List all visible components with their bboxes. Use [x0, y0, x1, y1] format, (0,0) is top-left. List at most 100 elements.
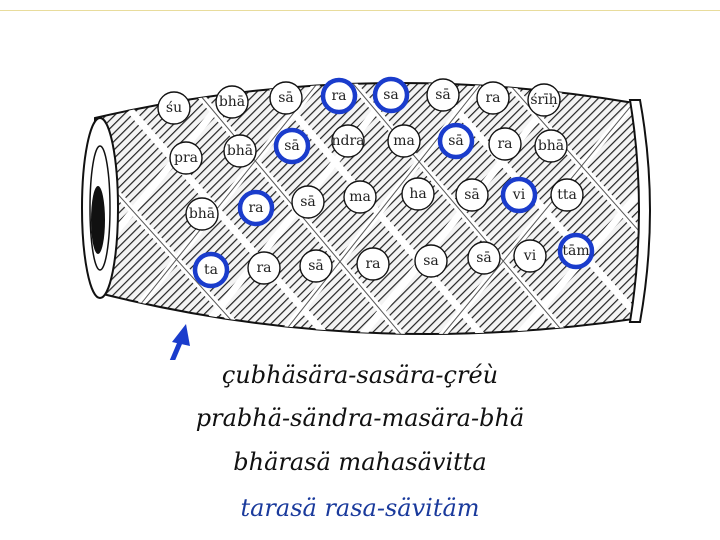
syllable-26: ra [247, 251, 281, 285]
syllable-11: sā [273, 127, 311, 165]
syllable-text: sa [383, 87, 399, 103]
syllable-4: ra [320, 77, 358, 115]
syllable-15: ra [488, 127, 522, 161]
syllable-circle [401, 177, 435, 211]
syllable-21: ha [401, 177, 435, 211]
syllable-circle [476, 81, 510, 115]
syllable-circle [550, 178, 584, 212]
syllable-22: sā [455, 178, 489, 212]
left-drum-head [81, 117, 119, 299]
syllable-text: sā [278, 90, 294, 106]
syllable-circle [157, 91, 191, 125]
syllable-text: ma [349, 189, 371, 205]
syllable-20: ma [343, 180, 377, 214]
syllable-text: ra [256, 260, 271, 276]
syllable-25: ta [192, 251, 230, 289]
syllable-24: tta [550, 178, 584, 212]
syllable-32: tām [557, 232, 595, 270]
syllable-29: sa [414, 244, 448, 278]
syllable-text: ra [365, 256, 380, 272]
syllable-18: ra [237, 189, 275, 227]
top-rule [0, 10, 720, 11]
syllable-23: vi [500, 176, 538, 214]
right-drum-head [628, 99, 651, 323]
syllable-text: bhā [219, 94, 245, 110]
syllable-circle [247, 251, 281, 285]
syllable-31: vi [513, 239, 547, 273]
highlight-ring [192, 251, 230, 289]
syllable-text: ta [204, 262, 218, 278]
syllable-16: bhā [534, 129, 568, 163]
highlight-ring [237, 189, 275, 227]
syllable-circle [299, 249, 333, 283]
verse-line-3: bhärasä mahasävitta [233, 448, 487, 476]
syllable-text: sā [300, 194, 316, 210]
highlight-ring [437, 122, 475, 160]
syllable-text: sā [435, 87, 451, 103]
syllable-text: sā [448, 133, 464, 149]
syllable-17: bhā [185, 197, 219, 231]
syllable-text: pra [174, 150, 198, 166]
syllable-8: śrīḥ [527, 83, 561, 117]
syllable-text: sa [423, 253, 439, 269]
syllable-27: sā [299, 249, 333, 283]
syllable-text: tām [562, 243, 589, 259]
syllable-9: pra [169, 141, 203, 175]
syllable-text: ra [497, 136, 512, 152]
syllable-text: ma [393, 133, 415, 149]
syllable-circle [215, 85, 249, 119]
syllable-1: śu [157, 91, 191, 125]
syllable-7: ra [476, 81, 510, 115]
syllable-text: ra [331, 88, 346, 104]
syllable-circle [455, 178, 489, 212]
syllable-10: bhā [223, 134, 257, 168]
syllable-text: sā [308, 258, 324, 274]
syllable-circle [291, 185, 325, 219]
syllable-text: ndra [331, 133, 364, 149]
verse-line-2: prabhä-sändra-masära-bhä [195, 404, 525, 432]
highlight-ring [372, 76, 410, 114]
highlight-ring [500, 176, 538, 214]
syllable-circle [426, 78, 460, 112]
syllable-text: bhā [227, 143, 253, 159]
syllable-text: bhā [189, 206, 215, 222]
syllable-2: bhā [215, 85, 249, 119]
syllable-text: ra [485, 90, 500, 106]
syllable-circle [223, 134, 257, 168]
syllable-circles: śu bhā sā ra sa sā ra śrīḥ pra bhā sā ndra ma sā ra bhā… [157, 76, 595, 289]
syllable-circle [414, 244, 448, 278]
syllable-circle [185, 197, 219, 231]
syllable-text: tta [557, 187, 577, 203]
syllable-12: ndra [331, 124, 365, 158]
syllable-circle [534, 129, 568, 163]
syllable-30: sā [467, 241, 501, 275]
syllable-text: sā [284, 138, 300, 154]
syllable-circle [527, 83, 561, 117]
syllable-6: sā [426, 78, 460, 112]
syllable-circle [269, 81, 303, 115]
syllable-text: sā [476, 250, 492, 266]
syllable-text: śu [166, 100, 182, 116]
syllable-14: sā [437, 122, 475, 160]
syllable-28: ra [356, 247, 390, 281]
syllable-circle [387, 124, 421, 158]
syllable-text: sā [464, 187, 480, 203]
syllable-13: ma [387, 124, 421, 158]
syllable-circle [356, 247, 390, 281]
mrdanga-drum-diagram: śu bhā sā ra sa sā ra śrīḥ pra bhā sā ndra ma sā ra bhā… [81, 76, 651, 360]
syllable-text: vi [523, 248, 537, 264]
start-arrow [169, 324, 190, 360]
syllable-3: sā [269, 81, 303, 115]
syllable-text: vi [512, 187, 526, 203]
syllable-text: ra [248, 200, 263, 216]
syllable-circle [331, 124, 365, 158]
syllable-5: sa [372, 76, 410, 114]
syllable-text: śrīḥ [530, 92, 557, 108]
syllable-circle [343, 180, 377, 214]
highlight-ring [320, 77, 358, 115]
verse-line-1: çubhäsära-sasära-çréù [221, 361, 499, 389]
syllable-text: ha [409, 186, 426, 202]
highlight-ring [273, 127, 311, 165]
syllable-circle [513, 239, 547, 273]
highlight-ring [557, 232, 595, 270]
